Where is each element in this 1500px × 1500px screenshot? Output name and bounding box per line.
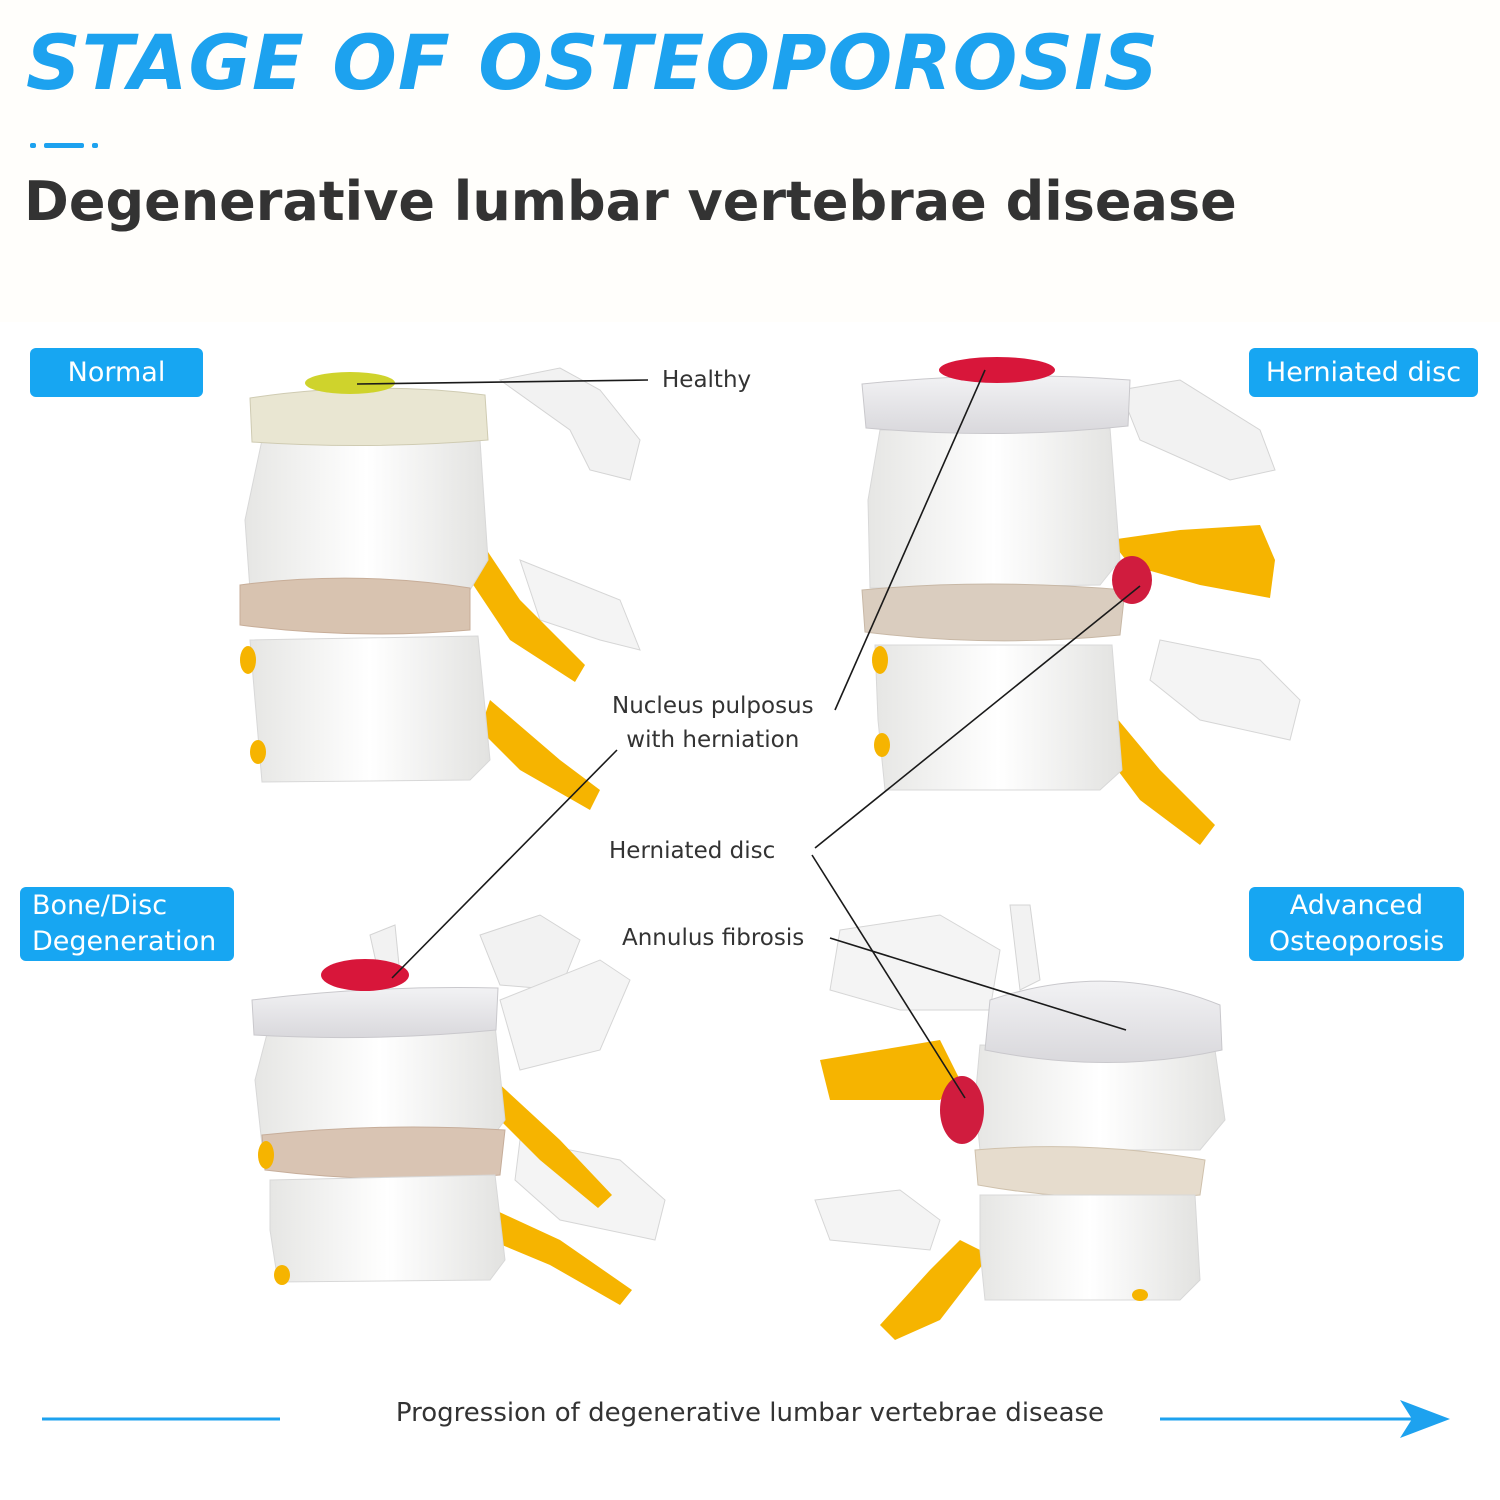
page-title: STAGE OF OSTEOPOROSIS: [26, 18, 1160, 107]
callout-healthy: Healthy: [662, 367, 752, 393]
arrow-right-icon: [1400, 1400, 1450, 1438]
stage-badge-normal: Normal: [30, 348, 203, 397]
divider-dot-right: [92, 143, 98, 148]
header-band: [0, 0, 1500, 322]
callout-nucleus-pulposus: Nucleus pulposus with herniation: [612, 693, 814, 753]
callout-leader-lines: [356, 369, 1141, 1099]
stage-badge-herniated: Herniated disc: [1249, 348, 1478, 397]
advanced-vertebra-model: [814, 904, 1226, 1340]
normal-vertebra-model: [239, 367, 641, 810]
divider-dot-left: [30, 143, 36, 148]
callout-herniated-disc: Herniated disc: [609, 838, 776, 864]
page-subtitle: Degenerative lumbar vertebrae disease: [24, 170, 1237, 233]
herniated-vertebra-model: [861, 357, 1301, 845]
stage-badge-advanced: Advanced Osteoporosis: [1249, 887, 1464, 961]
stage-badge-degeneration: Bone/Disc Degeneration: [20, 887, 234, 961]
progression-caption: Progression of degenerative lumbar verte…: [395, 1398, 1105, 1428]
divider-dash: [44, 143, 84, 148]
degeneration-vertebra-model: [251, 914, 666, 1305]
callout-annulus-fibrosis: Annulus fibrosis: [622, 925, 805, 951]
